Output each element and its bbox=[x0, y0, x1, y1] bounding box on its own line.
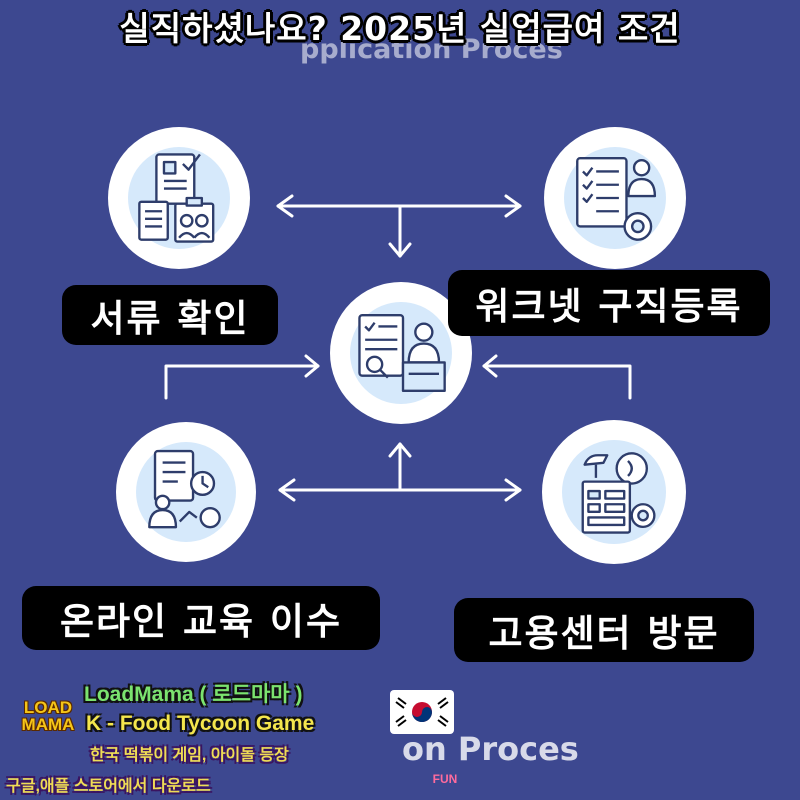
step-node-education bbox=[116, 422, 256, 562]
promo-description: 한국 떡볶이 게임, 아이돌 등장 bbox=[90, 747, 289, 764]
step-node-documents bbox=[108, 127, 250, 269]
page-title: 실직하셨나요? 2025년 실업급여 조건 bbox=[119, 9, 681, 48]
step-label-worknet: 워크넷 구직등록 bbox=[448, 270, 770, 336]
step-node-checklist bbox=[544, 127, 686, 269]
online-education-icon bbox=[147, 449, 221, 529]
step-label-education: 온라인 교육 이수 bbox=[22, 586, 380, 650]
promo-download: 구글,애플 스토어에서 다운로드 bbox=[6, 778, 211, 795]
step-node-employment-center bbox=[542, 420, 686, 564]
promo-game-title: K - Food Tycoon Game bbox=[86, 712, 315, 735]
logo-text-bottom: MAMA bbox=[21, 715, 75, 734]
loadmama-logo: LOAD MAMA bbox=[16, 690, 80, 742]
background-heading-top: pplication Proces bbox=[300, 34, 563, 65]
checklist-icon bbox=[575, 157, 656, 241]
employment-center-icon bbox=[581, 452, 656, 534]
step-label-employment-center: 고용센터 방문 bbox=[454, 598, 754, 662]
step-label-documents: 서류 확인 bbox=[62, 285, 278, 345]
documents-icon bbox=[138, 153, 215, 243]
background-heading-bottom: on Proces bbox=[402, 730, 579, 768]
promo-app-name: LoadMama ( 로드마마 ) bbox=[84, 683, 303, 706]
logo-text-top: LOAD bbox=[23, 698, 73, 717]
korea-flag-icon bbox=[390, 690, 454, 734]
fun-badge: FUN bbox=[432, 772, 458, 786]
interview-desk-icon bbox=[358, 313, 446, 393]
